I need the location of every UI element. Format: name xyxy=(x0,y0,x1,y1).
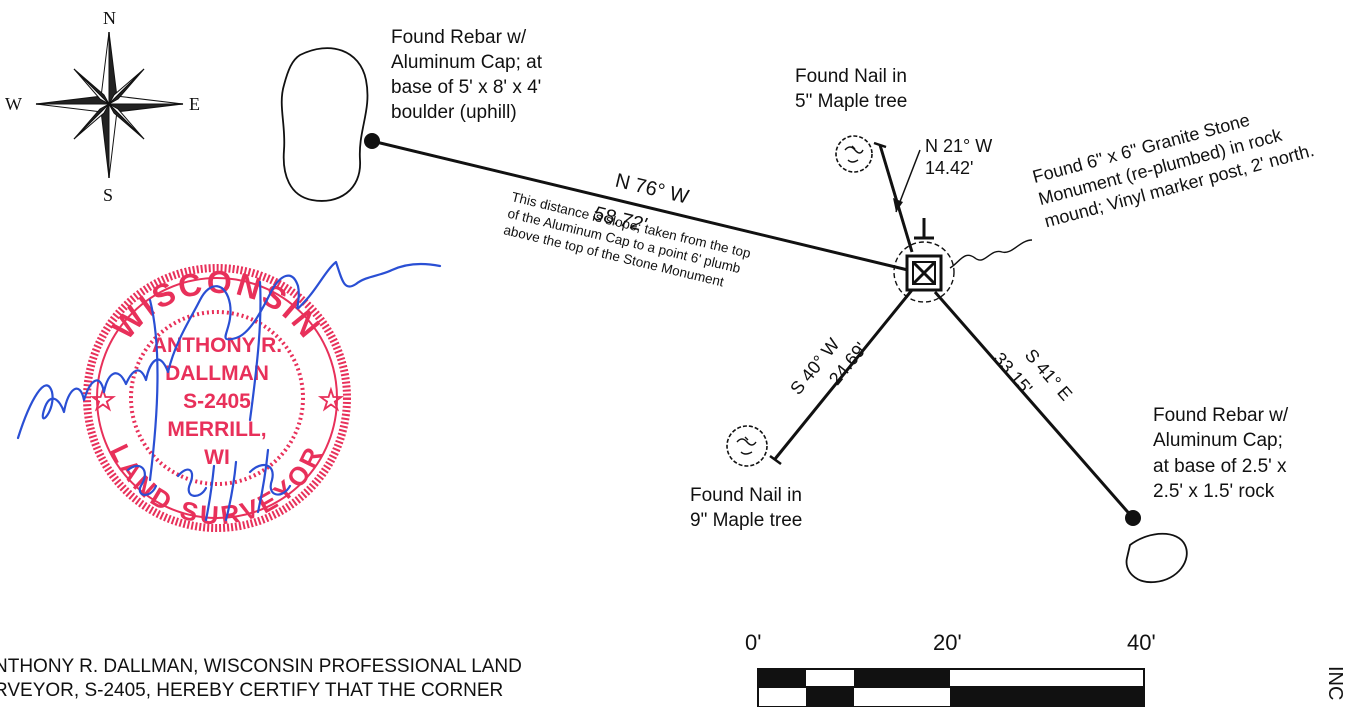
nail-9-label: Found Nail in 9" Maple tree xyxy=(690,485,802,531)
maple-tree-9-icon xyxy=(726,425,768,467)
compass-west-label: W xyxy=(5,94,22,114)
scale-label-20: 20' xyxy=(933,630,962,655)
svg-text:S-2405: S-2405 xyxy=(183,390,251,413)
svg-text:at base of 2.5' x: at base of 2.5' x xyxy=(1153,456,1287,477)
svg-text:9" Maple tree: 9" Maple tree xyxy=(690,510,802,531)
svg-text:Aluminum Cap; at: Aluminum Cap; at xyxy=(391,52,543,73)
compass-rose: N S W E xyxy=(5,8,200,205)
svg-text:Found Nail in: Found Nail in xyxy=(795,66,907,87)
se-bearing-label: S 41° E 33.15' xyxy=(989,345,1076,404)
svg-text:S 41° E: S 41° E xyxy=(1021,345,1076,404)
svg-text:Found Rebar w/: Found Rebar w/ xyxy=(1153,405,1289,426)
svg-text:2.5' x 1.5' rock: 2.5' x 1.5' rock xyxy=(1153,481,1275,502)
surveyor-seal: WISCONSIN LAND SURVEYOR ☆ ☆ ANTHONY R. D… xyxy=(83,264,351,532)
rock-outline xyxy=(1125,532,1188,583)
certification-text: NTHONY R. DALLMAN, WISCONSIN PROFESSIONA… xyxy=(0,655,720,703)
sw-bearing-label: S 40° W 24.69' xyxy=(786,335,871,399)
handwritten-signature xyxy=(16,260,442,522)
scale-label-40: 40' xyxy=(1127,630,1156,655)
svg-text:base of 5' x 8' x 4': base of 5' x 8' x 4' xyxy=(391,77,541,98)
n-bearing-label: N 21° W 14.42' xyxy=(925,136,992,178)
monument-leader xyxy=(949,239,1033,269)
monument-label: Found 6" x 6" Granite Stone Monument (re… xyxy=(1030,110,1316,232)
svg-text:Found Nail in: Found Nail in xyxy=(690,485,802,506)
certification-line-2: RVEYOR, S-2405, HEREBY CERTIFY THAT THE … xyxy=(0,680,504,701)
svg-text:N 21° W: N 21° W xyxy=(925,136,992,156)
certification-line-1: NTHONY R. DALLMAN, WISCONSIN PROFESSIONA… xyxy=(0,656,522,677)
nail-5-label: Found Nail in 5" Maple tree xyxy=(795,66,907,112)
svg-text:DALLMAN: DALLMAN xyxy=(165,362,269,385)
svg-text:WI: WI xyxy=(204,446,230,469)
rebar-se-label: Found Rebar w/ Aluminum Cap; at base of … xyxy=(1153,405,1289,502)
svg-text:5" Maple tree: 5" Maple tree xyxy=(795,91,907,112)
svg-text:boulder (uphill): boulder (uphill) xyxy=(391,102,517,123)
svg-text:MERRILL,: MERRILL, xyxy=(167,418,266,441)
svg-text:ANTHONY R.: ANTHONY R. xyxy=(152,334,282,357)
stone-monument-icon xyxy=(893,218,955,303)
compass-south-label: S xyxy=(103,185,113,205)
slope-note: This distance is slope; taken from the t… xyxy=(502,189,752,289)
line-nw xyxy=(371,139,913,273)
line-se xyxy=(933,291,1135,519)
svg-text:Found Rebar w/: Found Rebar w/ xyxy=(391,27,527,48)
boulder-outline xyxy=(280,47,369,202)
line-sw xyxy=(773,289,914,460)
maple-tree-5-icon xyxy=(835,135,873,173)
rebar-nw-label: Found Rebar w/ Aluminum Cap; at base of … xyxy=(391,27,543,123)
line-n xyxy=(878,144,914,253)
scale-bar: 0' 20' 40' xyxy=(745,630,1156,707)
edge-text: INC xyxy=(1324,666,1346,701)
svg-text:14.42': 14.42' xyxy=(925,158,973,178)
svg-text:Aluminum Cap;: Aluminum Cap; xyxy=(1153,430,1283,451)
compass-north-label: N xyxy=(103,8,116,28)
compass-east-label: E xyxy=(189,94,200,114)
svg-text:☆: ☆ xyxy=(318,384,345,417)
scale-label-0: 0' xyxy=(745,630,761,655)
